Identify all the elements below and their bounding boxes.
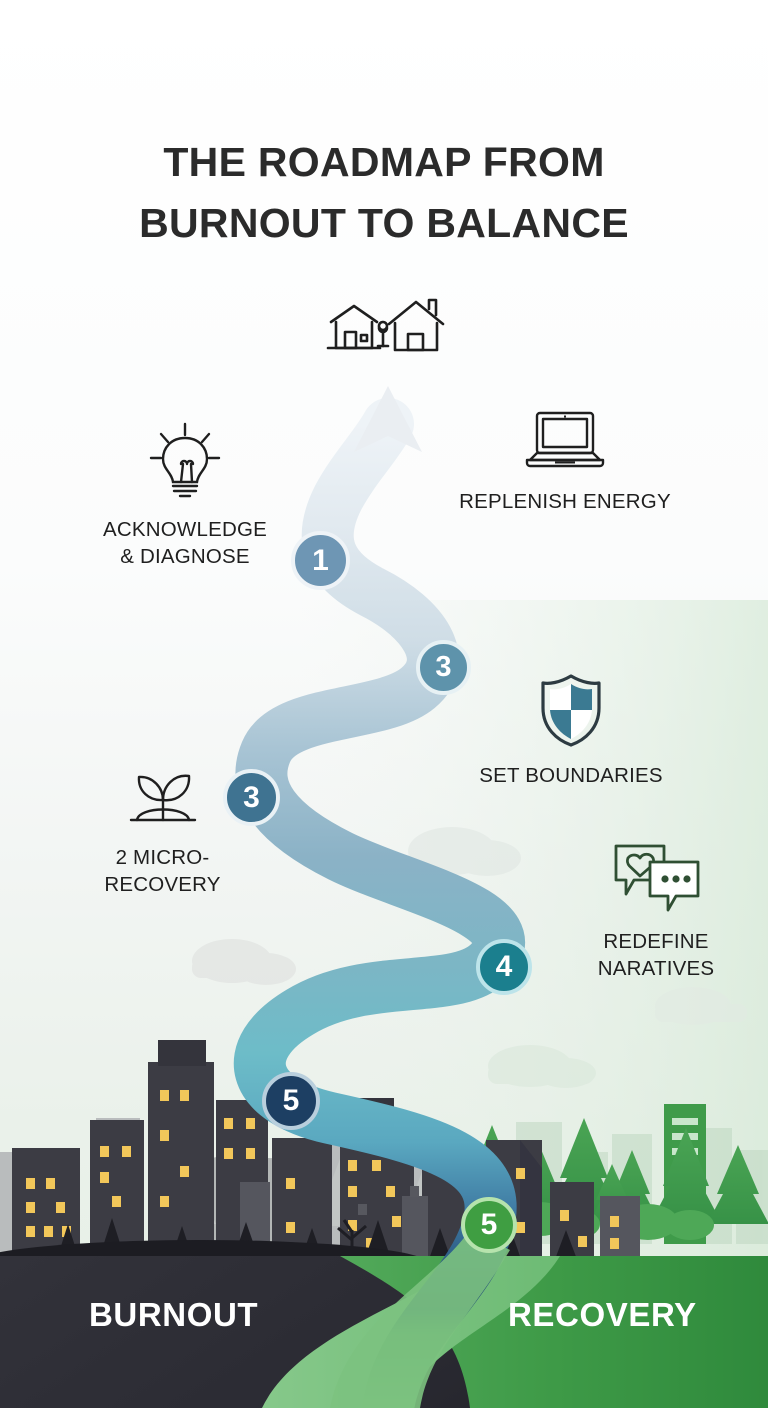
path-marker-2[interactable]: 3	[416, 640, 471, 695]
step-set-boundaries: SET BOUNDARIES	[440, 672, 702, 789]
banner-label-burnout: BURNOUT	[89, 1296, 259, 1333]
marker-label: 5	[282, 1084, 300, 1117]
laptop-icon	[525, 411, 605, 468]
lightbulb-icon	[149, 422, 221, 498]
marker-label: 1	[312, 543, 329, 577]
step-caption: ACKNOWLEDGE & DIAGNOSE	[103, 518, 267, 569]
up-arrow-icon	[354, 386, 422, 452]
path-marker-5[interactable]: 5	[262, 1072, 320, 1130]
path-marker-6[interactable]: 5	[461, 1197, 517, 1253]
step-micro-recovery: 2 MICRO- RECOVERY	[30, 768, 295, 898]
title-line-2: BURNOUT TO BALANCE	[139, 199, 629, 246]
step-caption: REDEFINE NARATIVES	[597, 930, 715, 981]
step-redefine-narratives: REDEFINE NARATIVES	[540, 840, 768, 982]
banner-label-recovery: RECOVERY	[508, 1296, 697, 1333]
path-marker-3[interactable]: 3	[223, 769, 280, 826]
step-caption: 2 MICRO- RECOVERY	[104, 846, 221, 897]
step-replenish-energy: REPLENISH ENERGY	[420, 408, 710, 515]
marker-label: 3	[243, 780, 260, 814]
page-title: THE ROADMAP FROM BURNOUT TO BALANCE	[0, 132, 768, 253]
marker-label: 5	[480, 1208, 498, 1241]
two-houses-with-tree-icon	[326, 298, 445, 352]
sprout-icon	[129, 774, 196, 822]
roadmap-path	[233, 386, 525, 1408]
shield-icon	[541, 674, 601, 747]
path-marker-1[interactable]: 1	[291, 531, 350, 590]
path-marker-4[interactable]: 4	[476, 939, 532, 995]
marker-label: 4	[495, 950, 513, 983]
step-caption: REPLENISH ENERGY	[459, 490, 671, 513]
marker-label: 3	[435, 651, 452, 683]
speech-bubbles-icon	[614, 844, 700, 912]
step-caption: SET BOUNDARIES	[479, 764, 663, 787]
title-line-1: THE ROADMAP FROM	[163, 139, 605, 185]
step-acknowledge-diagnose: ACKNOWLEDGE & DIAGNOSE	[40, 420, 330, 570]
background-clouds	[192, 827, 747, 1088]
